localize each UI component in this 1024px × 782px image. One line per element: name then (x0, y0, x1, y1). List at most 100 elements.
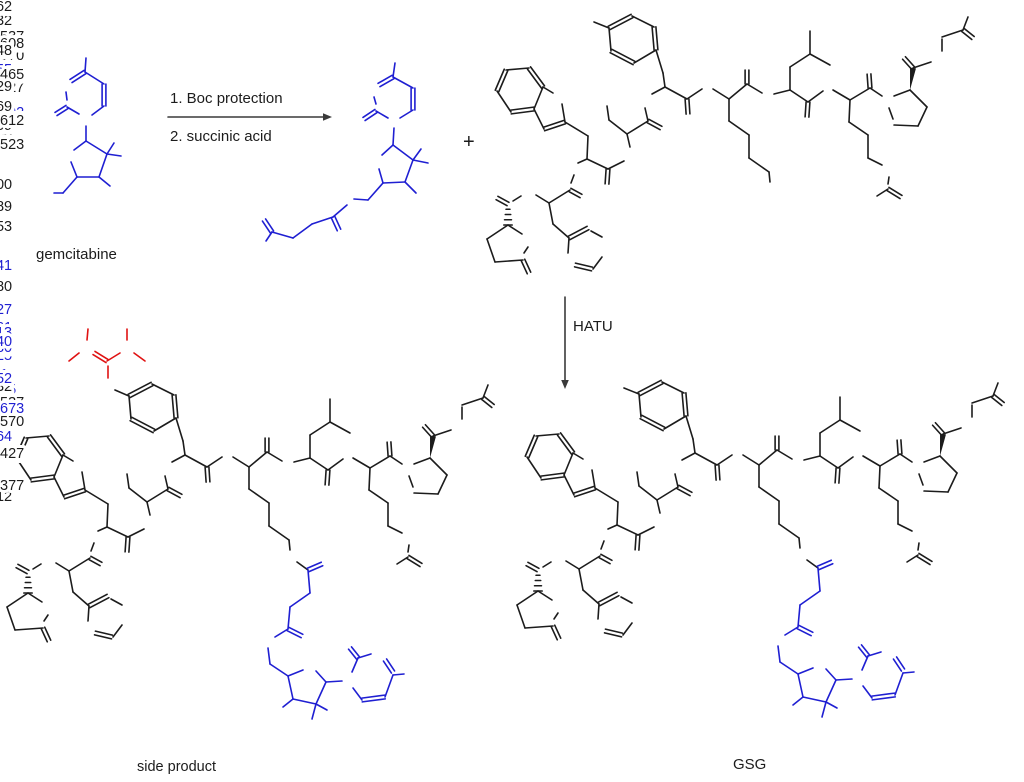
svg-text:427: 427 (0, 448, 24, 464)
label-side-product: side product (137, 759, 216, 775)
svg-text:489: 489 (0, 199, 12, 215)
svg-text:666: 666 (0, 303, 12, 319)
svg-text:348: 348 (0, 80, 12, 96)
svg-text:561: 561 (0, 320, 12, 336)
svg-text:468: 468 (0, 401, 12, 417)
boc-gemcitabine-succinate-structure: 5590125122162143164202198238211248 (0, 62, 429, 448)
svg-text:640: 640 (0, 336, 12, 352)
svg-text:465: 465 (0, 67, 24, 83)
svg-text:559: 559 (0, 118, 12, 134)
svg-text:431: 431 (0, 260, 12, 276)
svg-text:50: 50 (0, 72, 16, 88)
svg-text:652: 652 (0, 373, 12, 389)
svg-text:211: 211 (0, 255, 12, 271)
svg-text:570: 570 (0, 416, 24, 432)
svg-text:673: 673 (0, 403, 24, 419)
svg-text:432: 432 (0, 379, 12, 395)
svg-text:570: 570 (0, 48, 24, 64)
svg-text:441: 441 (0, 339, 12, 355)
svg-text:198: 198 (0, 340, 12, 356)
svg-text:136: 136 (0, 113, 12, 129)
svg-text:466: 466 (0, 279, 12, 295)
svg-text:377: 377 (0, 112, 24, 128)
svg-text:157: 157 (0, 123, 12, 139)
svg-text:558: 558 (0, 40, 12, 56)
svg-text:441: 441 (0, 221, 12, 237)
svg-text:467: 467 (0, 113, 24, 129)
svg-text:562: 562 (0, 0, 12, 15)
reaction-arrow-hatu (561, 296, 569, 389)
svg-text:412: 412 (0, 123, 12, 139)
svg-text:648: 648 (0, 45, 12, 61)
svg-text:569: 569 (0, 99, 12, 115)
svg-text:537: 537 (0, 29, 24, 45)
svg-text:648: 648 (0, 43, 12, 59)
svg-text:432: 432 (0, 381, 12, 397)
label-step1-boc-protection: 1. Boc protection (170, 90, 283, 107)
svg-text:348: 348 (0, 120, 12, 136)
svg-text:612: 612 (0, 113, 24, 129)
label-step2-succinic-acid: 2. succinic acid (170, 128, 272, 145)
plus-sign: + (463, 131, 475, 153)
label-hatu: HATU (573, 318, 613, 335)
svg-text:558: 558 (0, 38, 12, 54)
svg-text:629: 629 (0, 79, 12, 95)
svg-text:465: 465 (0, 69, 24, 85)
svg-text:192: 192 (0, 105, 24, 121)
svg-text:562: 562 (0, 1, 12, 17)
svg-text:162: 162 (0, 370, 12, 386)
gemcitabine-structure: 5085120119155136157192193 (0, 38, 122, 194)
svg-text:120: 120 (0, 41, 12, 57)
svg-text:680: 680 (0, 342, 12, 358)
svg-text:369: 369 (0, 83, 9, 95)
svg-text:500: 500 (0, 179, 12, 195)
svg-text:385: 385 (0, 101, 12, 117)
svg-text:125: 125 (0, 348, 12, 364)
svg-text:537: 537 (0, 397, 24, 413)
svg-text:453: 453 (0, 219, 12, 235)
svg-text:641: 641 (0, 301, 12, 317)
svg-text:119: 119 (0, 79, 12, 95)
svg-text:713: 713 (0, 325, 12, 341)
svg-text:500: 500 (0, 177, 12, 193)
svg-text:523: 523 (0, 137, 24, 153)
svg-text:641: 641 (0, 258, 12, 274)
svg-text:559: 559 (0, 120, 12, 136)
peptide-reactant-structure: 4655355595234675004674894414534314664804… (0, 10, 975, 275)
svg-text:419: 419 (0, 409, 12, 425)
svg-text:641: 641 (0, 260, 12, 276)
label-gsg: GSG (733, 756, 767, 773)
reaction-arrow-1 (167, 113, 332, 121)
svg-text:680: 680 (0, 340, 12, 356)
svg-text:238: 238 (0, 336, 12, 352)
svg-text:454: 454 (0, 341, 12, 357)
label-gemcitabine: gemcitabine (36, 246, 117, 263)
svg-text:122: 122 (0, 387, 12, 403)
svg-text:673: 673 (0, 401, 24, 417)
svg-text:652: 652 (0, 371, 12, 387)
svg-text:164: 164 (0, 429, 12, 445)
svg-text:608: 608 (0, 36, 24, 52)
svg-text:427: 427 (0, 80, 24, 96)
svg-text:569: 569 (0, 101, 12, 117)
svg-text:666: 666 (0, 301, 12, 317)
svg-text:713: 713 (0, 327, 12, 343)
svg-text:480: 480 (0, 281, 12, 297)
svg-text:412: 412 (0, 491, 12, 507)
svg-text:441: 441 (0, 341, 12, 357)
svg-text:480: 480 (0, 279, 12, 295)
svg-text:612: 612 (0, 115, 24, 131)
svg-text:523: 523 (0, 139, 24, 155)
svg-text:441: 441 (0, 219, 12, 235)
svg-text:466: 466 (0, 281, 12, 297)
svg-text:467: 467 (0, 115, 24, 131)
svg-text:454: 454 (0, 339, 12, 355)
svg-text:143: 143 (0, 421, 12, 437)
svg-text:491: 491 (0, 320, 12, 336)
svg-text:491: 491 (0, 318, 12, 334)
svg-text:468: 468 (0, 399, 12, 415)
svg-text:641: 641 (0, 299, 12, 315)
svg-text:432: 432 (0, 13, 12, 29)
